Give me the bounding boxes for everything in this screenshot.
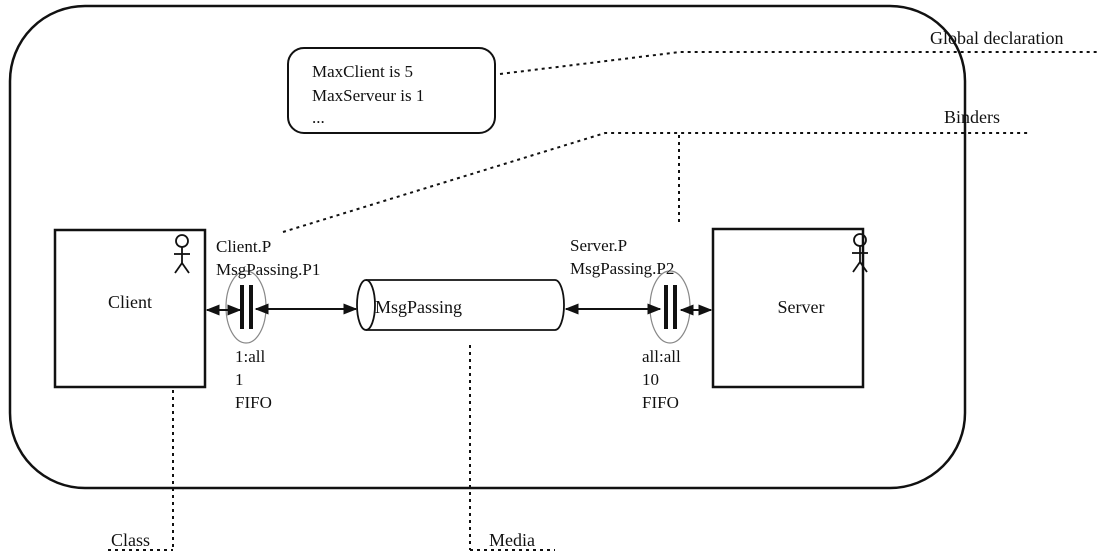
left-port-client: Client.P (216, 237, 271, 256)
left-binder-policy: FIFO (235, 393, 272, 412)
client-label: Client (108, 292, 152, 312)
declaration-line-2: MaxServeur is 1 (312, 86, 424, 105)
media-callout: Media (489, 530, 535, 550)
server-component: Server (711, 227, 868, 389)
server-label: Server (778, 297, 825, 317)
class-callout: Class (111, 530, 150, 550)
binders-callout: Binders (944, 107, 1000, 127)
server-actor-icon (852, 233, 868, 273)
right-binder-policy: FIFO (642, 393, 679, 412)
client-actor-icon (174, 234, 190, 274)
system-boundary (8, 4, 967, 490)
left-binder (225, 270, 267, 344)
client-component: Client (53, 228, 207, 389)
binders-leader-left (282, 132, 1030, 233)
media-msgpassing: MsgPassing (356, 279, 565, 331)
declaration-line-3: ... (312, 108, 325, 127)
left-port-media: MsgPassing.P1 (216, 260, 320, 279)
left-binder-size: 1 (235, 370, 244, 389)
right-binder-size: 10 (642, 370, 659, 389)
right-port-media: MsgPassing.P2 (570, 259, 674, 278)
declaration-line-1: MaxClient is 5 (312, 62, 413, 81)
left-binder-mult: 1:all (235, 347, 265, 366)
right-binder-mult: all:all (642, 347, 681, 366)
right-port-server: Server.P (570, 236, 627, 255)
right-binder (649, 270, 691, 344)
media-label: MsgPassing (375, 297, 462, 317)
global-declaration-box: MaxClient is 5 MaxServeur is 1 ... (287, 47, 496, 134)
global-declaration-callout: Global declaration (930, 28, 1063, 48)
global-declaration-leader (499, 51, 1100, 75)
